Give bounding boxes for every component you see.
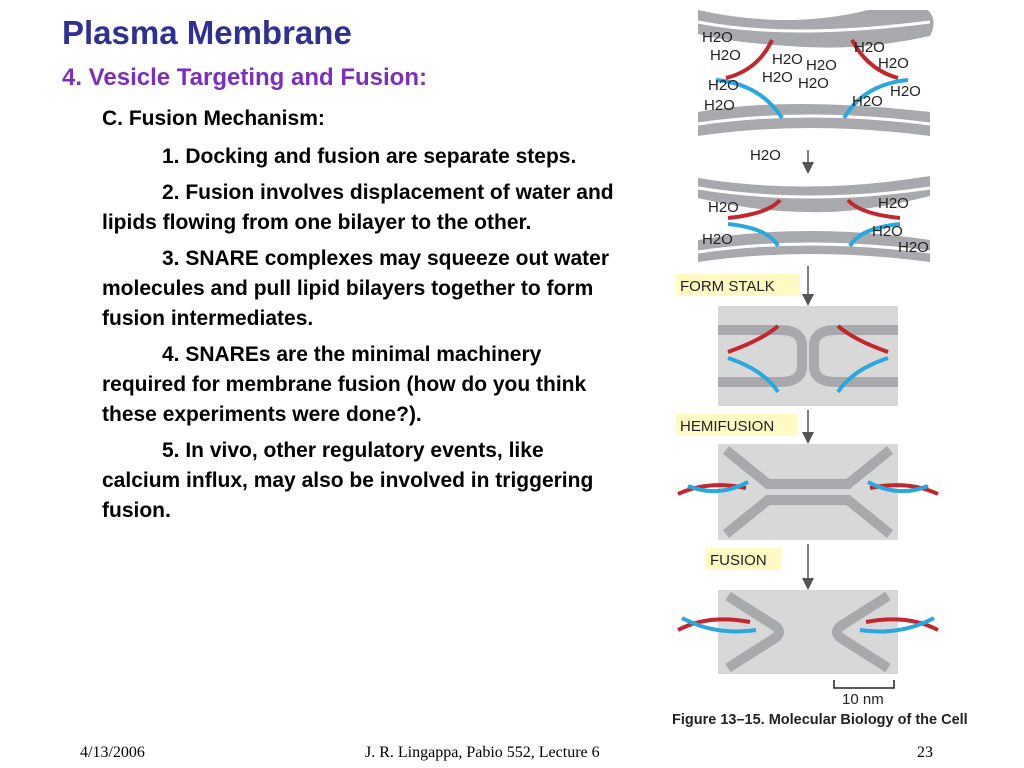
point-5: 5. In vivo, other regulatory events, lik… <box>102 436 622 526</box>
stage-label-hemifusion: HEMIFUSION <box>680 418 774 435</box>
scale-label: 10 nm <box>842 691 884 708</box>
panel-squeeze <box>697 176 931 262</box>
svg-text:H2O: H2O <box>708 199 739 216</box>
panel-hemifusion <box>677 444 939 540</box>
bullet-list: 1. Docking and fusion are separate steps… <box>102 142 622 532</box>
panel-stalk <box>718 306 898 406</box>
fusion-figure: H2O H2O H2O H2O H2O H2O H2O H2O H2O H2O … <box>668 0 1024 740</box>
water-label: H2O <box>762 69 793 86</box>
svg-text:H2O: H2O <box>702 231 733 248</box>
water-label: H2O <box>710 47 741 64</box>
footer-title: J. R. Lingappa, Pabio 552, Lecture 6 <box>365 744 600 761</box>
lower-membrane <box>698 104 930 136</box>
water-label: H2O <box>890 83 921 100</box>
point-3-text: 3. SNARE complexes may squeeze out water… <box>102 247 609 330</box>
point-4-text: 4. SNAREs are the minimal machinery requ… <box>102 343 587 426</box>
point-5-text: 5. In vivo, other regulatory events, lik… <box>102 439 594 522</box>
water-label: H2O <box>750 147 781 164</box>
section-heading: C. Fusion Mechanism: <box>102 107 325 130</box>
water-label: H2O <box>708 77 739 94</box>
upper-membrane <box>698 10 934 48</box>
svg-text:H2O: H2O <box>898 239 929 256</box>
point-2: 2. Fusion involves displacement of water… <box>102 178 622 238</box>
water-label: H2O <box>852 93 883 110</box>
point-1: 1. Docking and fusion are separate steps… <box>102 142 622 172</box>
figure-caption: Figure 13–15. Molecular Biology of the C… <box>672 712 968 728</box>
water-label: H2O <box>854 39 885 56</box>
snare-blue <box>715 78 784 120</box>
water-label: H2O <box>806 57 837 74</box>
stage-label-fusion: FUSION <box>710 552 767 569</box>
svg-text:H2O: H2O <box>872 223 903 240</box>
point-4: 4. SNAREs are the minimal machinery requ… <box>102 340 622 430</box>
footer-page-number: 23 <box>917 744 933 761</box>
water-label: H2O <box>798 75 829 92</box>
snare-red <box>850 39 899 80</box>
water-labels-panel1: H2O H2O H2O H2O H2O H2O H2O H2O H2O H2O … <box>702 29 921 164</box>
water-label: H2O <box>704 97 735 114</box>
footer-date: 4/13/2006 <box>80 744 145 761</box>
slide-subtitle: 4. Vesicle Targeting and Fusion: <box>62 64 427 91</box>
point-1-text: 1. Docking and fusion are separate steps… <box>162 145 577 168</box>
water-label: H2O <box>878 55 909 72</box>
water-label: H2O <box>772 51 803 68</box>
stage-label-bg <box>676 274 800 296</box>
scale-bar <box>833 680 895 689</box>
panel-fusion <box>677 590 939 674</box>
water-label: H2O <box>702 29 733 46</box>
svg-text:H2O: H2O <box>878 195 909 212</box>
point-2-text: 2. Fusion involves displacement of water… <box>102 181 614 234</box>
panel-docking <box>697 10 934 136</box>
snare-red <box>725 39 774 80</box>
point-3: 3. SNARE complexes may squeeze out water… <box>102 244 622 334</box>
slide-title: Plasma Membrane <box>62 14 352 51</box>
fusion-diagram: H2O H2O H2O H2O H2O H2O H2O H2O H2O H2O … <box>676 10 939 708</box>
snare-blue <box>842 78 909 120</box>
stage-label-stalk: FORM STALK <box>680 278 775 295</box>
water-labels-panel2: H2O H2O H2O H2O H2O <box>702 195 929 256</box>
